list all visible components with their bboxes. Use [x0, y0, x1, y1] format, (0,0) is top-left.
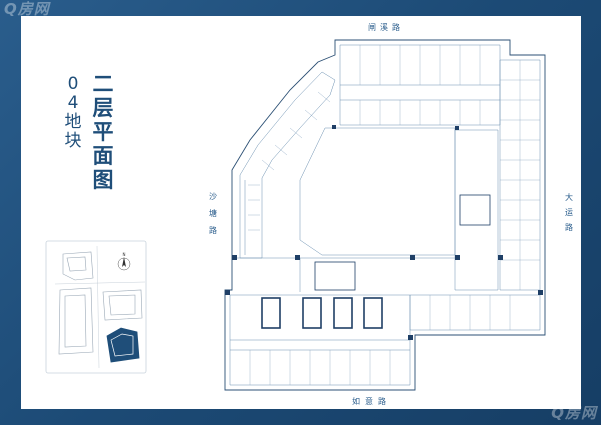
title-char: 地 — [64, 112, 82, 132]
title-char: 块 — [64, 131, 82, 151]
title-char: 图 — [92, 168, 114, 192]
road-char: 路 — [209, 226, 217, 235]
road-char: 大 — [565, 193, 573, 202]
title-char: 0 — [67, 74, 79, 94]
road-label-right: 大 运 路 — [564, 190, 574, 235]
road-label-top: 闸溪路 — [368, 23, 404, 32]
key-site-map: N — [45, 240, 147, 374]
road-label-left: 沙 塘 路 — [208, 188, 218, 239]
title-char: 二 — [92, 72, 114, 96]
road-char: 运 — [565, 208, 573, 217]
title-char: 层 — [92, 96, 114, 120]
title-char: 4 — [67, 93, 79, 113]
road-label-bottom: 如意路 — [352, 397, 391, 406]
block-number: 0 4 地 块 — [62, 75, 84, 151]
road-char: 塘 — [209, 209, 217, 218]
title-char: 面 — [92, 144, 114, 168]
title-char: 平 — [92, 120, 114, 144]
page-title: 二 层 平 面 图 — [90, 72, 116, 192]
road-char: 沙 — [209, 192, 217, 201]
watermark-top: Q房网 — [4, 0, 50, 18]
svg-text:N: N — [123, 252, 126, 257]
road-char: 路 — [565, 223, 573, 232]
